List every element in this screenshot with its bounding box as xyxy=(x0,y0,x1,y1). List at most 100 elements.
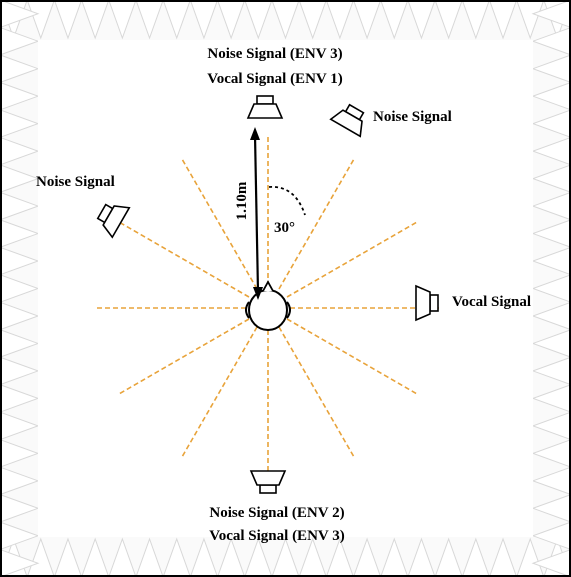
anechoic-wedge xyxy=(516,0,545,40)
anechoic-wedge xyxy=(189,537,219,577)
anechoic-wedge xyxy=(531,466,571,496)
top-label-line1: Noise Signal (ENV 3) xyxy=(207,46,342,62)
speaker-bottom xyxy=(249,470,287,494)
anechoic-wedge xyxy=(162,0,191,40)
anechoic-wedge xyxy=(325,537,355,577)
anechoic-wedge xyxy=(0,191,40,221)
anechoic-wedge xyxy=(352,0,382,40)
anechoic-wedge xyxy=(531,26,571,56)
anechoic-wedge xyxy=(325,0,355,40)
anechoic-wedge xyxy=(0,81,40,111)
anechoic-wedge xyxy=(0,246,40,276)
direction-ray xyxy=(279,221,418,302)
anechoic-wedge xyxy=(108,537,137,577)
anechoic-wedge xyxy=(271,0,300,40)
speaker-left xyxy=(96,203,131,239)
angle-arc-icon xyxy=(268,186,306,216)
anechoic-wedge xyxy=(271,537,300,577)
right-label: Vocal Signal xyxy=(452,294,531,310)
anechoic-wedge xyxy=(26,537,55,577)
anechoic-wedge xyxy=(216,0,246,40)
anechoic-wedge xyxy=(0,356,40,386)
anechoic-wedge xyxy=(531,439,571,468)
anechoic-wedge xyxy=(0,548,40,577)
anechoic-wedge xyxy=(0,466,40,496)
anechoic-wedge xyxy=(531,384,571,413)
anechoic-wedge xyxy=(531,136,571,166)
anechoic-wedge xyxy=(0,384,40,413)
anechoic-wedge xyxy=(380,537,409,577)
anechoic-wedge xyxy=(531,548,571,577)
anechoic-wedge xyxy=(461,0,490,40)
anechoic-wedge xyxy=(0,274,40,303)
anechoic-wedge xyxy=(352,537,382,577)
anechoic-wedge xyxy=(0,164,40,193)
anechoic-wedge xyxy=(135,0,164,40)
anechoic-wedge xyxy=(0,54,40,83)
anechoic-wedge xyxy=(298,0,327,40)
anechoic-wedge xyxy=(531,0,571,29)
anechoic-wedge xyxy=(0,329,40,358)
anechoic-wedge xyxy=(531,219,571,248)
anechoic-wedge xyxy=(531,164,571,193)
anechoic-wedge xyxy=(53,537,83,577)
anechoic-wedge xyxy=(162,537,191,577)
direction-rays xyxy=(96,136,440,480)
direction-ray xyxy=(279,314,418,395)
anechoic-wedge xyxy=(531,81,571,111)
direction-ray xyxy=(118,221,257,302)
anechoic-wedge xyxy=(531,191,571,221)
bottom-label-line1: Noise Signal (ENV 2) xyxy=(209,505,344,521)
anechoic-wedge xyxy=(531,274,571,303)
angle-label: 30° xyxy=(274,220,295,236)
anechoic-wedge xyxy=(0,521,40,551)
anechoic-wedge xyxy=(0,439,40,468)
anechoic-wedge xyxy=(81,0,110,40)
anechoic-wedge xyxy=(407,537,436,577)
anechoic-wedge xyxy=(0,109,40,138)
anechoic-wedge xyxy=(244,537,273,577)
anechoic-wedge xyxy=(0,26,40,56)
anechoic-wedge xyxy=(488,537,518,577)
anechoic-wedge xyxy=(531,411,571,441)
direction-ray xyxy=(274,319,355,458)
anechoic-wedge xyxy=(531,356,571,386)
anechoic-wedge xyxy=(0,0,40,29)
anechoic-wedge xyxy=(108,0,137,40)
anechoic-wedge xyxy=(531,521,571,551)
bottom-label-line2: Vocal Signal (ENV 3) xyxy=(209,528,344,544)
anechoic-wedge xyxy=(81,537,110,577)
anechoic-wedge xyxy=(135,537,164,577)
anechoic-wedge xyxy=(407,0,436,40)
anechoic-wedge xyxy=(531,301,571,331)
anechoic-wedge xyxy=(53,0,83,40)
distance-label: 1.10m xyxy=(234,181,250,220)
anechoic-wedge xyxy=(531,246,571,276)
room-inner-floor xyxy=(38,40,533,537)
anechoic-wedge xyxy=(516,537,545,577)
anechoic-wedge xyxy=(26,0,55,40)
anechoic-wedge xyxy=(189,0,219,40)
anechoic-wedge xyxy=(0,301,40,331)
speaker-upper-right xyxy=(329,103,365,138)
left-label: Noise Signal xyxy=(36,174,115,190)
direction-ray xyxy=(118,314,257,395)
anechoic-wedge xyxy=(0,136,40,166)
head-icon xyxy=(245,280,291,331)
anechoic-wedge xyxy=(531,494,571,523)
anechoic-wedge xyxy=(434,537,463,577)
anechoic-wedge xyxy=(434,0,463,40)
anechoic-wedge xyxy=(0,411,40,441)
speaker-top xyxy=(246,95,284,119)
direction-ray xyxy=(181,158,262,297)
anechoic-wedge xyxy=(0,219,40,248)
distance-arrow-icon xyxy=(250,127,263,300)
anechoic-wedge xyxy=(216,537,246,577)
upper-right-label: Noise Signal xyxy=(373,109,452,125)
anechoic-wedge xyxy=(0,494,40,523)
anechoic-wedge xyxy=(531,54,571,83)
anechoic-wedge xyxy=(244,0,273,40)
top-label-line2: Vocal Signal (ENV 1) xyxy=(207,71,342,87)
